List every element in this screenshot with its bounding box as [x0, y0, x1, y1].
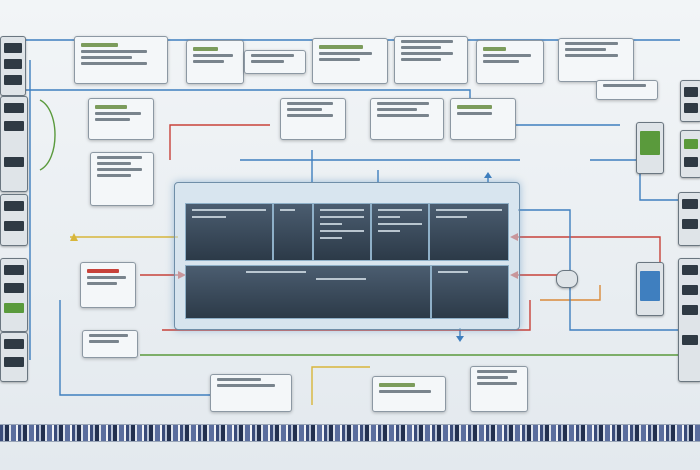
node-card	[372, 376, 446, 412]
node-card	[186, 40, 244, 84]
server-icon	[678, 192, 700, 246]
hub-panel	[273, 203, 313, 261]
server-icon	[0, 36, 26, 96]
chip-icon	[636, 122, 664, 174]
node-card	[394, 36, 468, 84]
wire-blue-bottom-left	[59, 300, 210, 396]
node-card	[558, 38, 634, 82]
node-card	[74, 36, 168, 84]
node-card	[370, 98, 444, 140]
arrow-blue-up	[484, 172, 492, 178]
node-card	[312, 38, 388, 84]
node-card	[88, 98, 154, 140]
wire-red-top	[169, 124, 270, 160]
node-card	[476, 40, 544, 84]
node-card	[82, 330, 138, 358]
node-card	[596, 80, 658, 100]
status-strip	[0, 424, 700, 442]
monitor-icon	[636, 262, 664, 316]
node-card	[470, 366, 528, 412]
node-card	[80, 262, 136, 308]
rack-icon	[0, 258, 28, 332]
node-card	[90, 152, 154, 206]
server-icon	[0, 96, 28, 192]
rack-icon	[678, 258, 700, 382]
central-hub	[174, 182, 520, 330]
wire-red-lower	[162, 300, 531, 331]
server-icon	[0, 194, 28, 246]
hub-panel	[371, 203, 429, 261]
node-card	[210, 374, 292, 412]
arrow-yellow-left	[70, 233, 78, 241]
wire-blue-top-right	[590, 159, 690, 201]
server-icon	[680, 80, 700, 122]
hub-panel	[313, 203, 371, 261]
node-card	[450, 98, 516, 140]
wire-orange-right	[540, 285, 601, 301]
node-card	[280, 98, 346, 140]
server-icon	[0, 332, 28, 382]
server-icon	[680, 130, 700, 178]
wire-left-loop	[39, 99, 56, 171]
wire-blue-right-loop	[518, 209, 690, 331]
node-card	[244, 50, 306, 74]
hub-panel	[429, 203, 509, 261]
hub-panel	[431, 265, 509, 319]
wire-yellow-bottom	[311, 366, 370, 405]
arrow-blue-down	[456, 336, 464, 342]
hub-panel	[185, 265, 431, 319]
hub-panel	[185, 203, 273, 261]
chip-icon	[556, 270, 578, 288]
